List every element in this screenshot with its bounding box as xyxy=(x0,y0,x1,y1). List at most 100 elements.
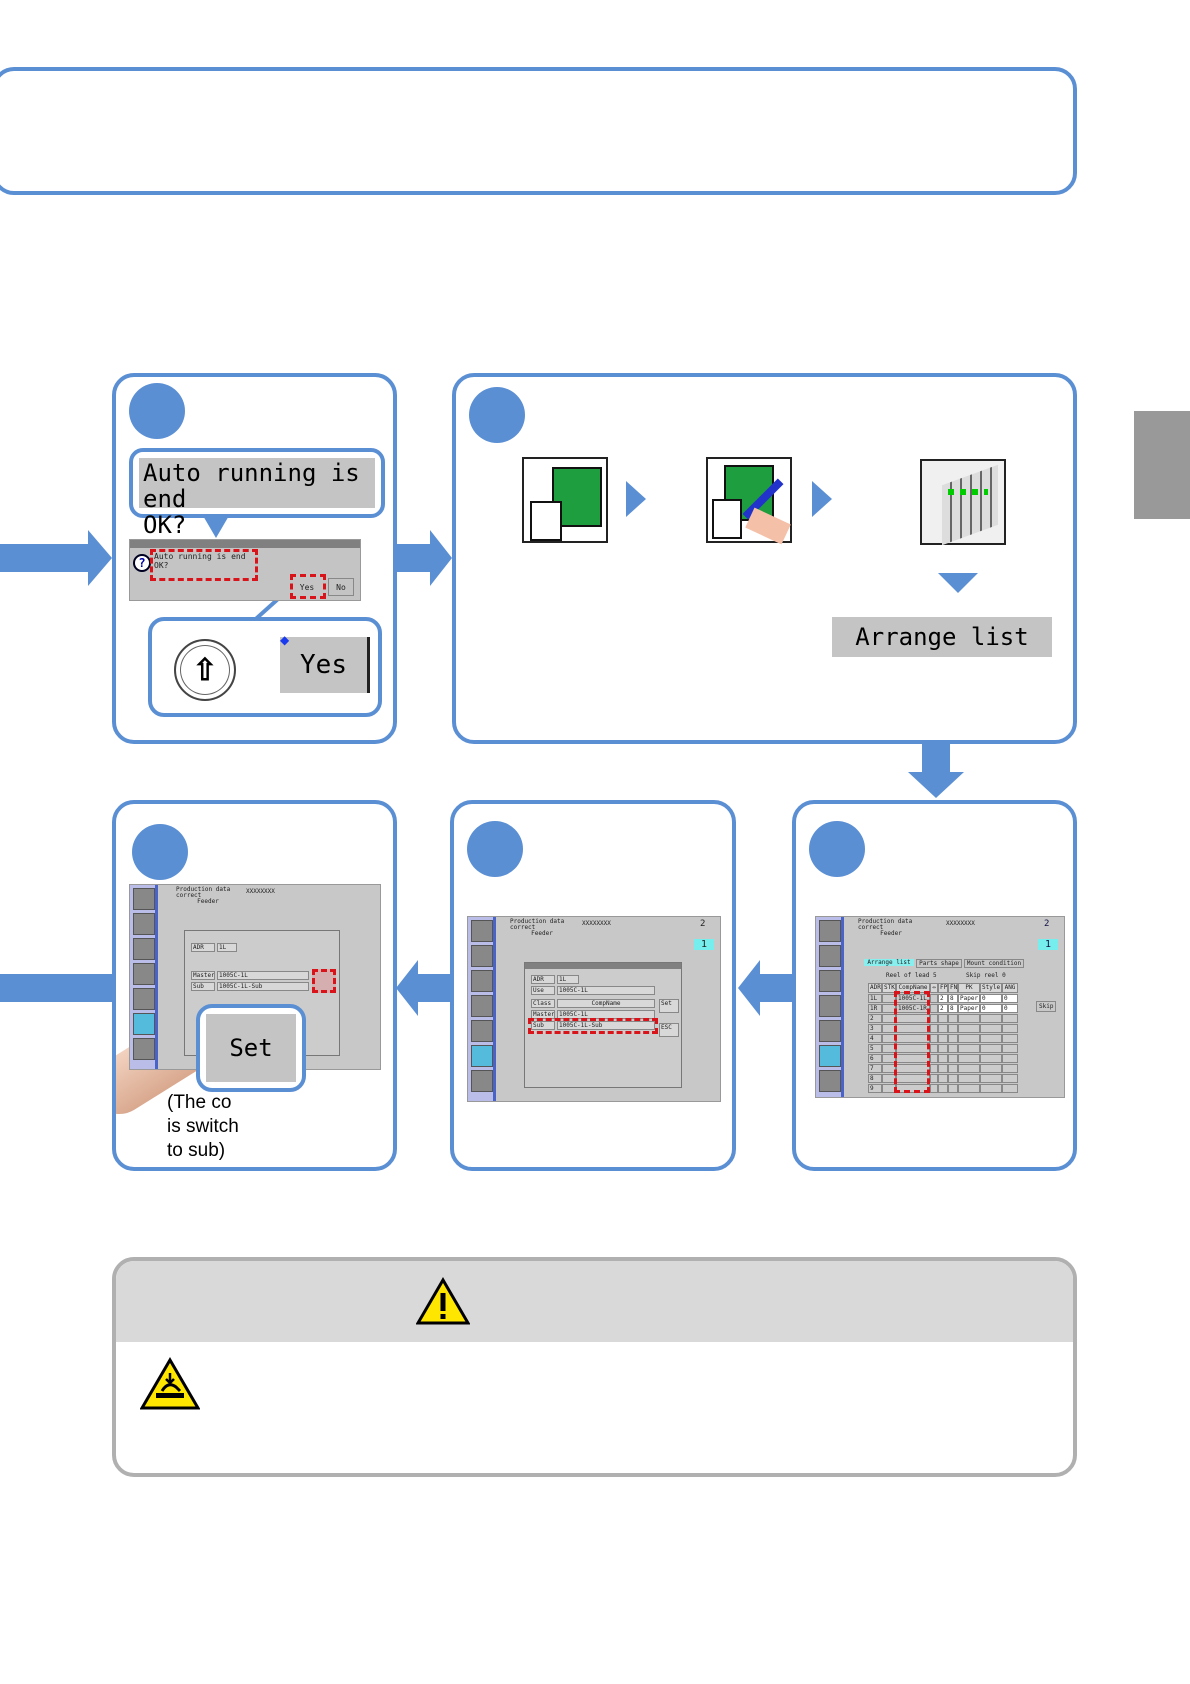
table-cell xyxy=(980,1014,1002,1023)
step-number-badge xyxy=(132,824,188,880)
set-label: Set xyxy=(229,1034,273,1062)
caution-box xyxy=(112,1257,1077,1477)
table-cell xyxy=(948,1034,958,1043)
table-cell xyxy=(930,1064,938,1073)
table-cell xyxy=(930,1054,938,1063)
set-button[interactable]: Set xyxy=(659,999,679,1013)
flow-arrow-in-head xyxy=(88,530,112,586)
step1-box: Auto running is end OK? ? Auto running i… xyxy=(112,373,397,744)
column-header: ADR xyxy=(868,983,882,993)
highlight-sub-row xyxy=(528,1018,658,1034)
esc-button[interactable]: ESC xyxy=(659,1023,679,1037)
set-button[interactable]: Set xyxy=(206,1014,296,1082)
hand-pinch-hazard-icon xyxy=(140,1357,200,1410)
table-cell xyxy=(930,1014,938,1023)
step-number-badge xyxy=(469,387,525,443)
table-cell xyxy=(930,1044,938,1053)
reel-label: Reel of lead xyxy=(886,972,930,979)
table-cell xyxy=(958,1044,980,1053)
file-name: XXXXXXXX xyxy=(582,920,611,927)
flow-arrow-2-3 xyxy=(922,744,950,774)
tab-mount-condition[interactable]: Mount condition xyxy=(964,959,1024,968)
chapter-tab xyxy=(1134,411,1190,519)
dialog-zoom-callout: Auto running is end OK? xyxy=(129,448,385,538)
dialog-text-line2: OK? xyxy=(143,511,187,539)
tab-arrange-list[interactable]: Arrange list xyxy=(864,959,914,966)
sub-label: Sub xyxy=(191,982,215,991)
flow-arrow-out xyxy=(0,974,112,1002)
sub-value: 1005C-1L-Sub xyxy=(217,982,309,991)
table-cell: 8 xyxy=(948,994,958,1003)
table-cell xyxy=(930,1004,938,1013)
table-cell xyxy=(948,1054,958,1063)
table-cell: 2 xyxy=(868,1014,882,1023)
table-cell xyxy=(930,1034,938,1043)
adr-value: 1L xyxy=(217,943,237,952)
flow-arrow-4-5 xyxy=(416,974,452,1002)
adr-value: 1L xyxy=(557,975,579,984)
table-cell: 6 xyxy=(868,1054,882,1063)
table-cell xyxy=(958,1024,980,1033)
table-cell: 1R xyxy=(868,1004,882,1013)
step-number-badge xyxy=(467,821,523,877)
subtitle: Feeder xyxy=(197,898,219,905)
shift-key-icon: ⇧ xyxy=(174,639,236,701)
small-text-line2: OK? xyxy=(154,561,169,570)
arrange-list-button[interactable]: Arrange list xyxy=(832,617,1052,657)
adr-label: ADR xyxy=(191,943,215,952)
note-text: (The co is switch to sub) xyxy=(167,1091,239,1163)
table-cell xyxy=(930,1024,938,1033)
header-box xyxy=(0,67,1077,195)
table-cell xyxy=(938,1024,948,1033)
table-cell xyxy=(938,1014,948,1023)
table-cell: 8 xyxy=(868,1074,882,1083)
step-number-badge xyxy=(129,383,185,439)
reel-value: 5 xyxy=(932,972,937,979)
table-cell: 0 xyxy=(1002,994,1018,1003)
yes-button-small[interactable]: Yes xyxy=(294,578,320,596)
yes-label: Yes xyxy=(300,650,347,680)
column-header: Style xyxy=(980,983,1002,993)
table-cell xyxy=(1002,1074,1018,1083)
title: Production data correct xyxy=(176,886,231,899)
production-data-icon[interactable] xyxy=(522,457,608,543)
warning-triangle-icon xyxy=(416,1277,470,1325)
master-value: 1005C-1L xyxy=(217,971,309,980)
table-cell xyxy=(958,1014,980,1023)
tbl1[interactable]: 1 xyxy=(1038,939,1058,950)
column-header: STK xyxy=(882,983,896,993)
tab-parts-shape[interactable]: Parts shape xyxy=(916,959,962,968)
skip-label: Skip reel xyxy=(966,972,999,979)
question-icon: ? xyxy=(133,554,151,572)
note-line2: is switch xyxy=(167,1116,239,1137)
tbl2[interactable]: 2 xyxy=(700,919,706,929)
step2-box: Arrange list xyxy=(452,373,1077,744)
yes-button[interactable]: Yes xyxy=(280,637,370,693)
note-line1: (The co xyxy=(167,1092,232,1113)
table-cell xyxy=(938,1054,948,1063)
no-button-small[interactable]: No xyxy=(328,578,354,596)
flow-arrow-1-2-head xyxy=(430,530,452,586)
tbl1[interactable]: 1 xyxy=(694,939,714,950)
tbl2[interactable]: 2 xyxy=(1044,919,1050,929)
use-label: Use xyxy=(531,986,555,995)
table-cell: 2 xyxy=(938,994,948,1003)
feeder-icon[interactable] xyxy=(920,459,1006,546)
table-cell xyxy=(938,1074,948,1083)
table-cell xyxy=(980,1074,1002,1083)
table-cell: Paper xyxy=(958,1004,980,1013)
table-cell: 9 xyxy=(868,1084,882,1093)
table-cell: 7 xyxy=(868,1064,882,1073)
skip-button[interactable]: Skip xyxy=(1036,1001,1057,1012)
table-cell xyxy=(1002,1064,1018,1073)
table-cell xyxy=(938,1084,948,1093)
production-data-correct-icon[interactable] xyxy=(706,457,792,545)
title: Production data correct xyxy=(510,918,565,931)
table-cell xyxy=(958,1034,980,1043)
table-cell xyxy=(958,1074,980,1083)
